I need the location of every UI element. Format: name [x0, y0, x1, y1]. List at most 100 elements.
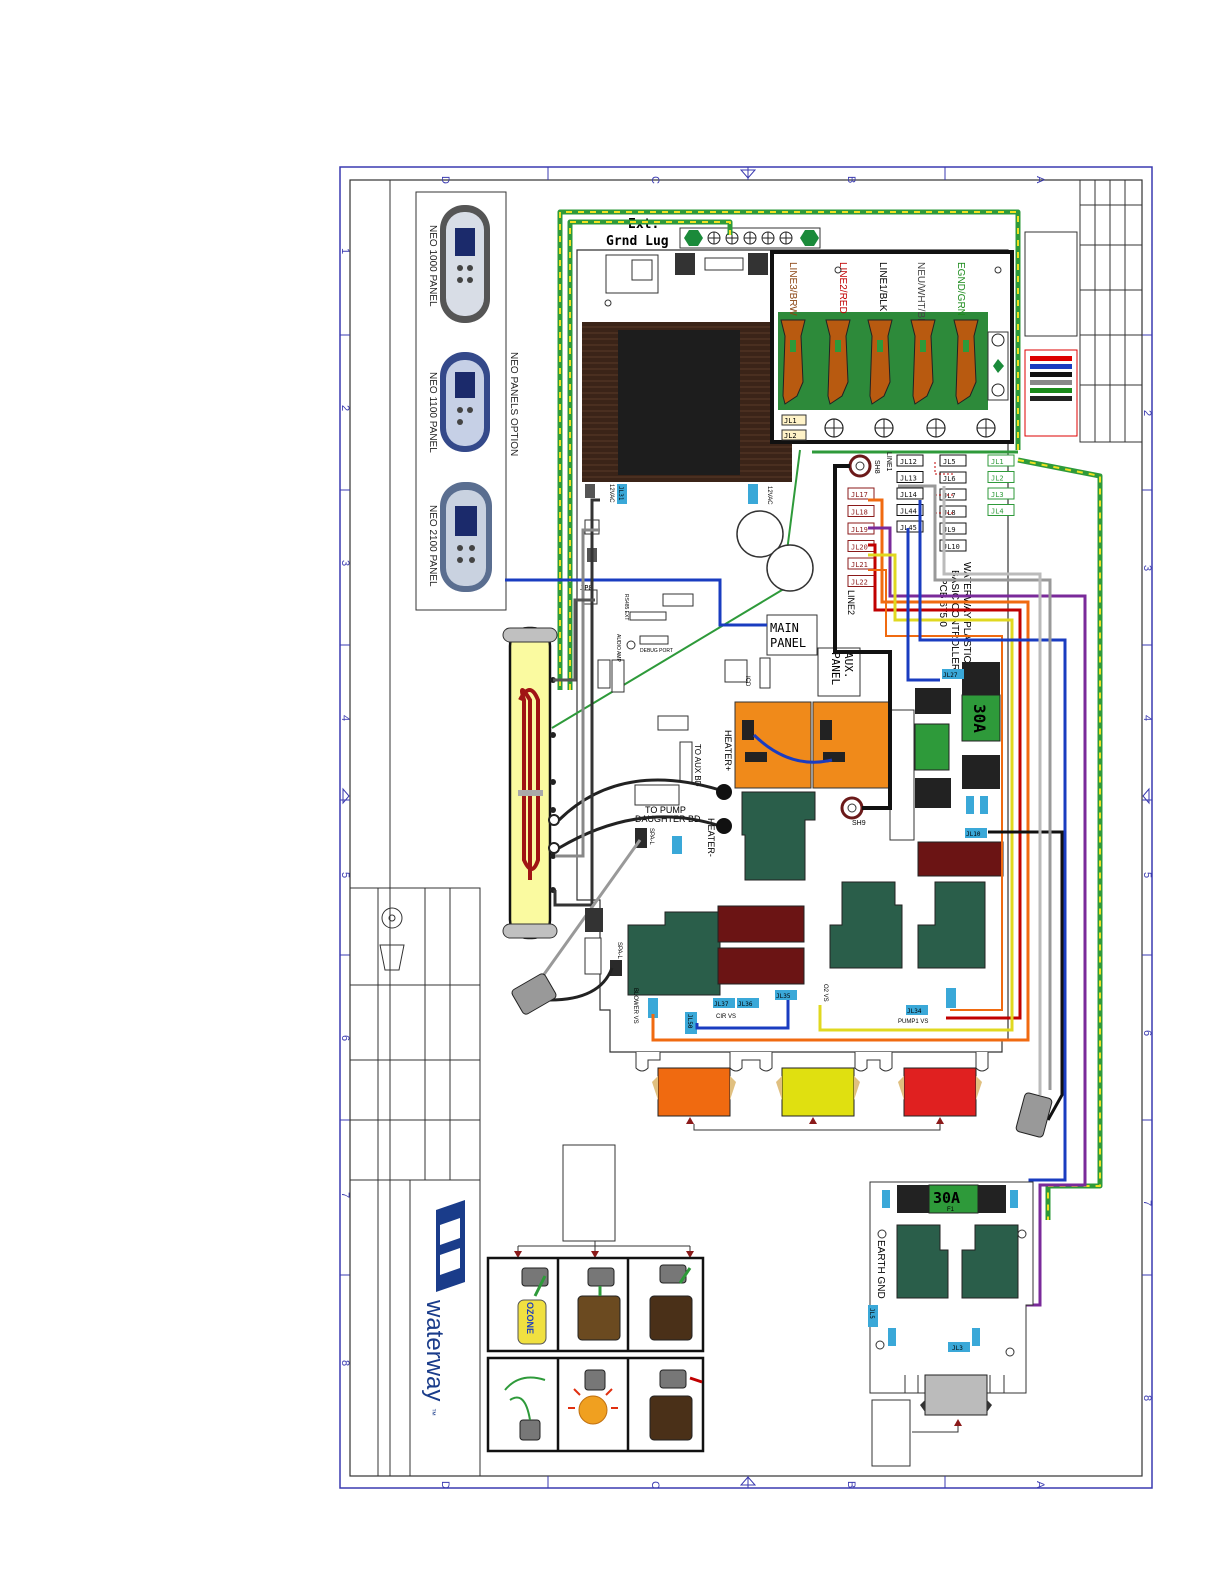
daughter-jl5-label: JL5: [868, 1308, 875, 1319]
jumper-jl8: JL8: [943, 509, 956, 517]
terminal-lever-1: [780, 319, 806, 405]
jumper-jl12: JL12: [900, 458, 917, 466]
jumper-jl14-box: [896, 487, 924, 500]
zone-letter-a-top: A: [1034, 176, 1046, 184]
brand-trademark: ™: [428, 1408, 437, 1416]
line2-label: LINE2: [846, 590, 856, 615]
waterway-logo: [436, 1200, 465, 1292]
zone-number-3: 3: [339, 560, 351, 566]
zone-number-8-right: 8: [1141, 1395, 1153, 1401]
jumper-jl3-box: [987, 487, 1015, 500]
jumper-jl10: JL10: [943, 543, 960, 551]
12vac-label-2: 12VAC: [608, 484, 614, 503]
jumper-jl9-box: [939, 522, 967, 535]
title-block: [349, 887, 481, 1477]
pump1-vs-label: PUMP1 VS: [898, 1019, 928, 1025]
terminal-label-3: LINE1/BLK: [877, 262, 888, 312]
board-bottom-tabs: [635, 1052, 989, 1072]
sh8-label: SH8: [873, 460, 880, 474]
terminal-lever-3: [867, 319, 893, 405]
right-plug: [1015, 1092, 1053, 1138]
ground-lug: [679, 227, 821, 249]
spa1-label: SPA-L: [648, 828, 654, 846]
heater-plus-label: HEATER+: [723, 730, 733, 771]
jumper-jl1-box: [987, 454, 1015, 467]
terminal-window-5: [963, 340, 969, 352]
zone-number-6-right: 6: [1141, 1030, 1153, 1036]
panels-box: [415, 191, 507, 611]
pump-relays: [627, 791, 986, 996]
inner-frame: [349, 179, 1143, 1477]
terminal-label-4: NEU/WHT/BLU: [915, 262, 926, 331]
terminal-lever-5: [953, 319, 979, 405]
heater-coil: [518, 688, 540, 880]
to-aux-label: TO AUX BD: [693, 744, 702, 787]
zone-letter-c-top: C: [649, 176, 661, 184]
debug-label: DEBUG PORT: [640, 648, 673, 654]
ozone-connector: [781, 1067, 855, 1117]
zone-letter-d-bottom: D: [439, 1481, 451, 1489]
daughter-connector: [924, 1374, 988, 1416]
earth-gnd-label: EARTH GND: [875, 1240, 886, 1299]
jumper-jl2: JL2: [991, 475, 1004, 483]
zone-number-7-right: 7: [1141, 1200, 1153, 1206]
jumper-jl5: JL5: [943, 458, 956, 466]
zone-number-7: 7: [339, 1192, 351, 1198]
daughter-fuse-sub: F1: [947, 1207, 955, 1213]
daughter-fuse-label: 30A: [933, 1189, 960, 1207]
main-fuse-label: 30A: [970, 704, 989, 733]
jl36-label: JL36: [738, 1001, 753, 1008]
rs485-label: RS485 EXT: [623, 594, 629, 620]
zone-letter-a-bottom: A: [1034, 1481, 1046, 1489]
left-plug: [511, 973, 557, 1015]
to-pump-label-1: TO PUMP: [645, 805, 686, 815]
ground-wires: [557, 209, 1103, 1220]
jumper-jl10-box: [939, 539, 967, 552]
jumper-jl44: JL44: [900, 508, 917, 516]
terminal-label-1: LINE3/BRW: [787, 262, 798, 316]
jumper-jl1: JL1: [991, 458, 1004, 466]
spa2-label: SPA-L: [616, 942, 622, 960]
zone-number-2-right: 2: [1141, 410, 1153, 416]
zone-number-4: 4: [339, 715, 351, 721]
pump-icon: [577, 1295, 621, 1341]
jl35-label: JL35: [776, 993, 791, 1000]
zone-letter-c-bottom: C: [649, 1481, 661, 1489]
jumper-jl4-box: [987, 504, 1015, 516]
terminal-label-5: EGND/GRN: [955, 262, 966, 316]
jumper-jl22: JL22: [851, 579, 868, 587]
daughter-jl3-label: JL3: [952, 1345, 963, 1352]
ozone-icon: [517, 1299, 547, 1345]
jumper-jl18: JL18: [851, 509, 868, 517]
jl34-label: JL34: [907, 1008, 922, 1015]
jl27-label: JL27: [943, 672, 958, 679]
terminal-lever-2: [825, 319, 851, 405]
zone-number-4-right: 4: [1141, 715, 1153, 721]
capacitor-1: [736, 510, 784, 558]
jl10b-label: JL10: [966, 831, 981, 838]
terminal-window-4: [920, 340, 926, 352]
jumper-jl45-box: [896, 520, 924, 533]
zone-number-5: 5: [339, 872, 351, 878]
blower-vs-label: BLOWER VS: [632, 988, 638, 1024]
jumper-jl18-box: [847, 505, 875, 517]
to-pump-label-2: DAUGHTER BD: [635, 814, 701, 824]
terminal-window-2: [835, 340, 841, 352]
zone-number-1: 1: [339, 248, 351, 254]
capacitor-2: [766, 544, 814, 592]
zone-number-2: 2: [339, 405, 351, 411]
jumper-jl13: JL13: [900, 475, 917, 483]
revision-table: [1024, 179, 1143, 443]
aux-panel-label-1: AUX.: [842, 652, 855, 679]
line1-label: LINE1: [885, 452, 892, 472]
jumper-jl21: JL21: [851, 561, 868, 569]
neo-2100-label: NEO 2100 PANEL: [427, 505, 438, 587]
jumper-jl17-box: [847, 487, 875, 500]
jumper-jl8-box: [939, 505, 967, 518]
light-bulb-icon: [578, 1395, 608, 1425]
jl50-label: JL50: [686, 1014, 693, 1029]
jumper-jl44-box: [896, 504, 924, 516]
icd-label: ICD: [744, 676, 750, 687]
neo-2100-panel: [440, 482, 492, 592]
